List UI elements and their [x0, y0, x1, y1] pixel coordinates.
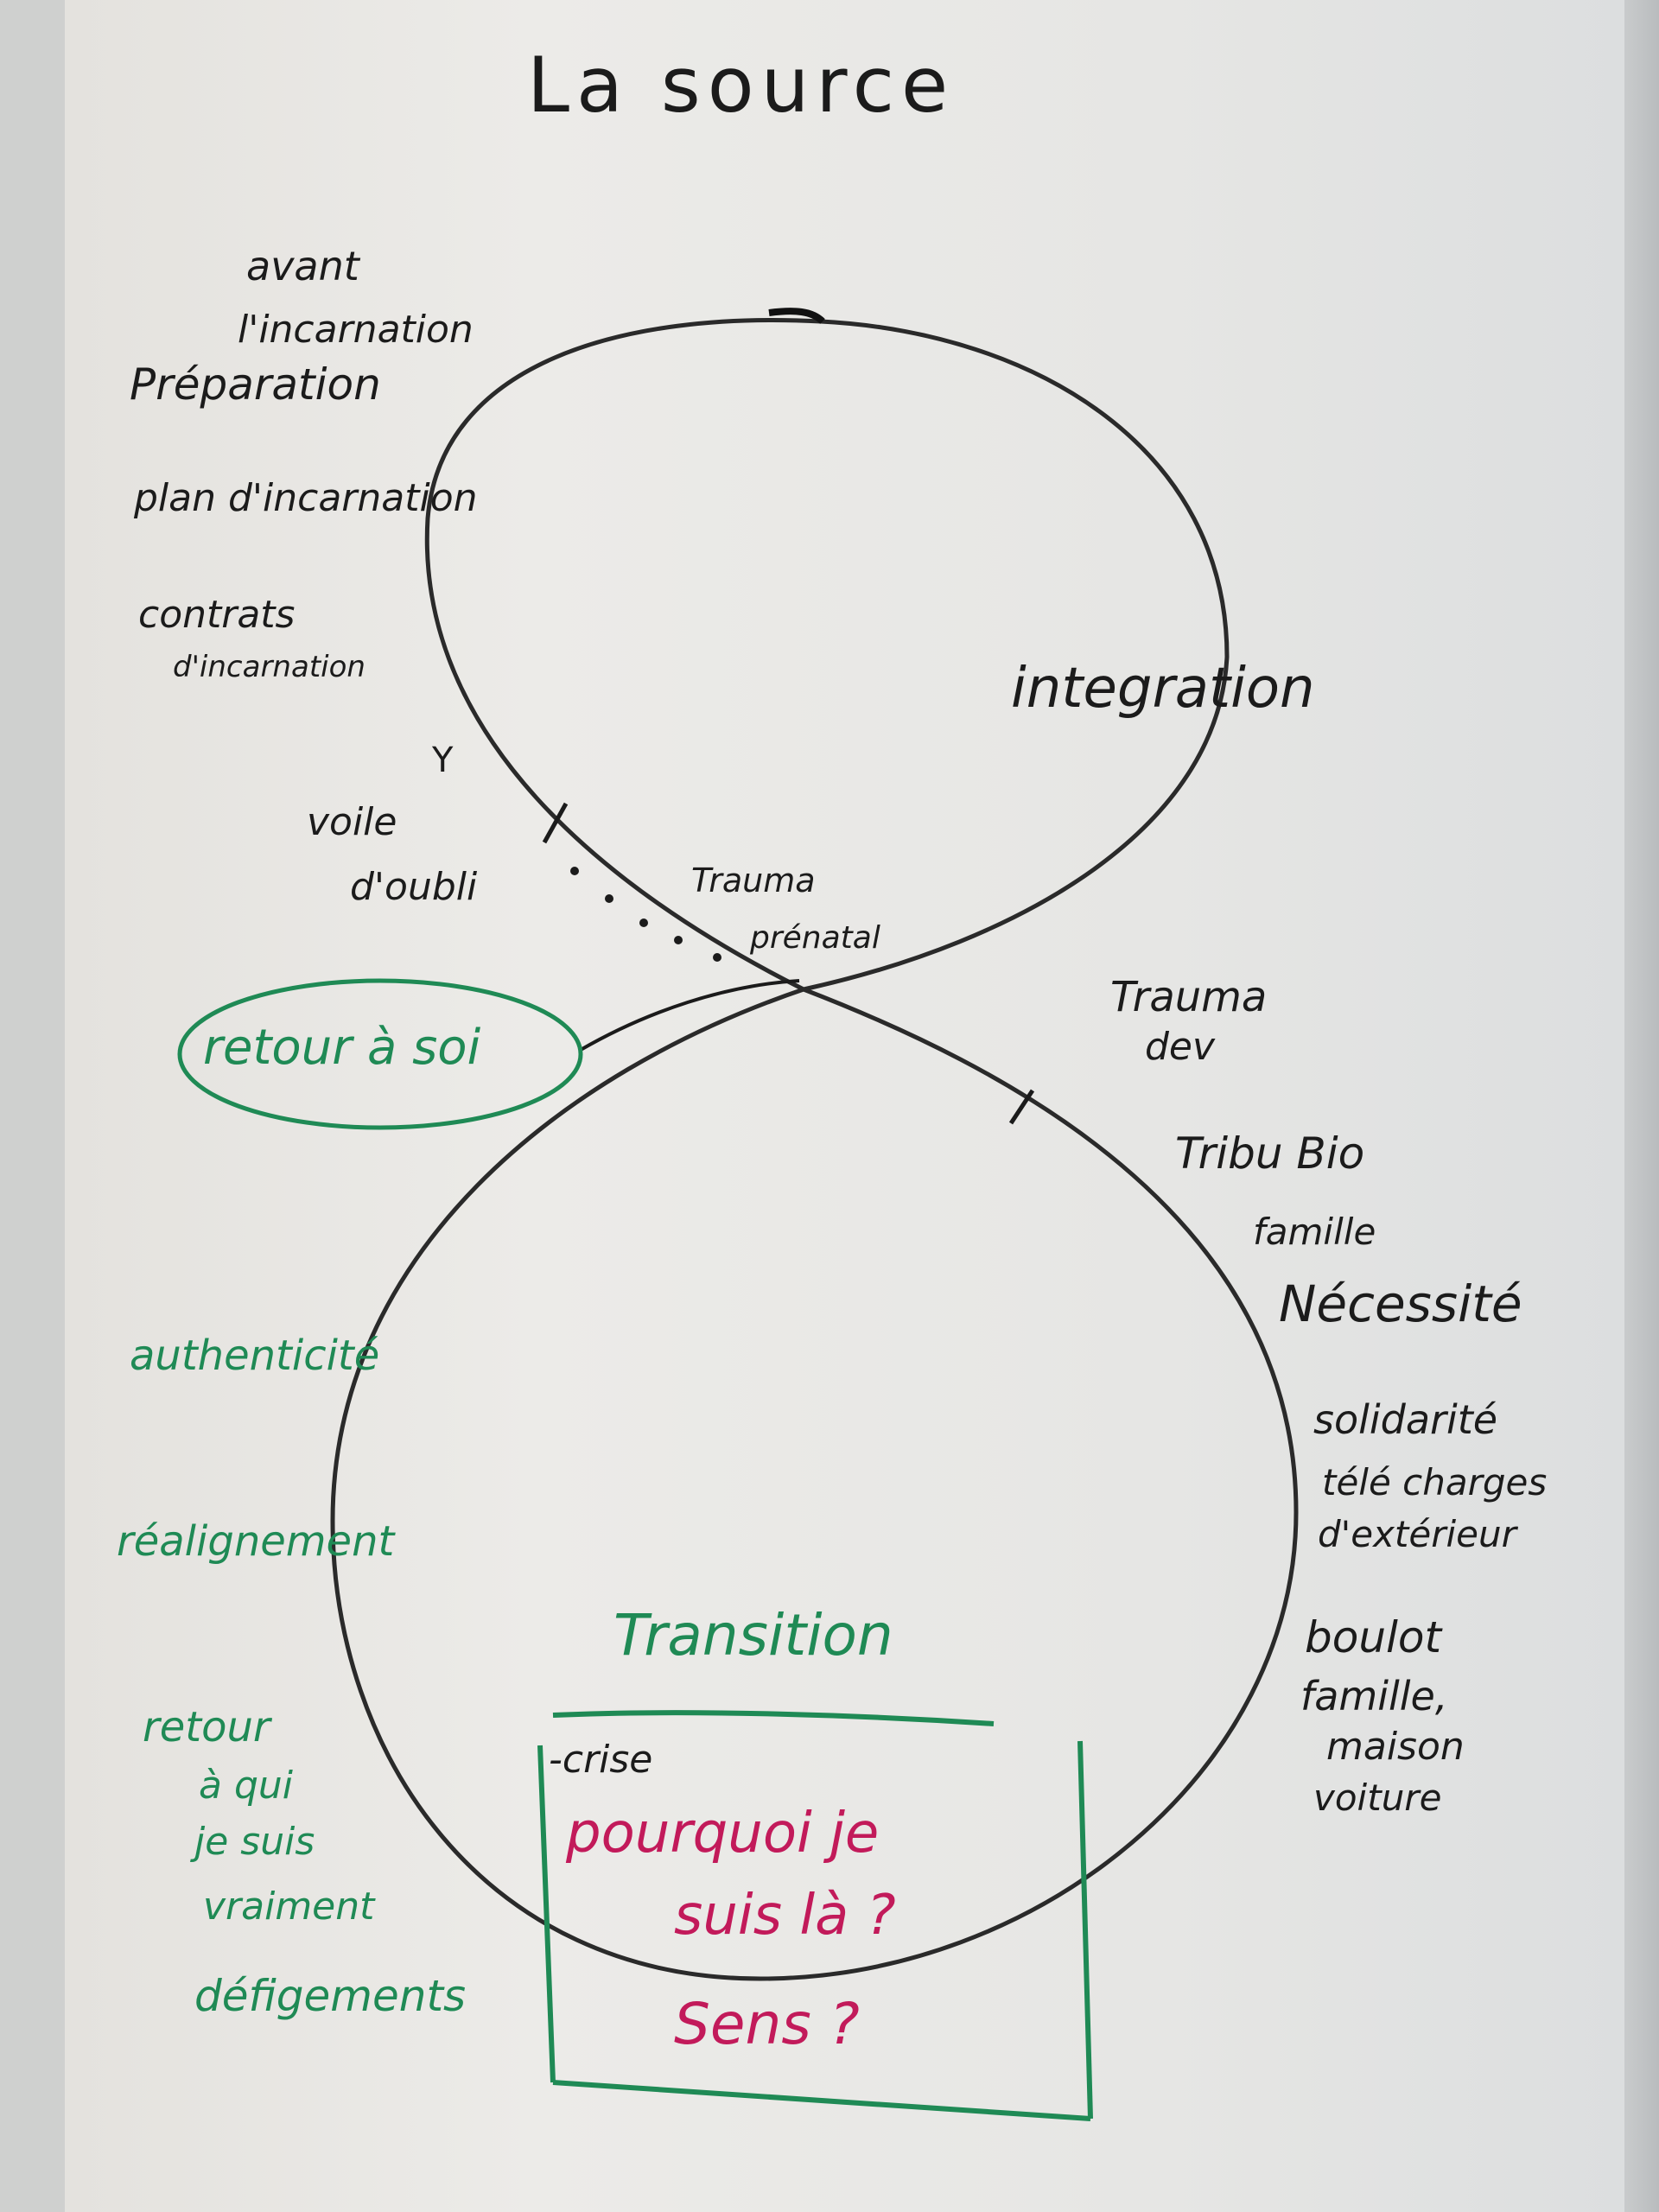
note-famille: famille — [1253, 1211, 1376, 1253]
figure-eight-lower-loop — [330, 987, 1299, 1981]
note-telecharges: télé charges — [1322, 1461, 1548, 1503]
note-mark: Y — [432, 741, 454, 780]
note-boulot: boulot — [1305, 1612, 1442, 1662]
note-defigements: défigements — [194, 1971, 467, 2021]
label-prenatal: prénatal — [750, 920, 880, 956]
note-plan-incarnation: plan d'incarnation — [134, 476, 478, 520]
top-overstroke — [768, 308, 825, 325]
note-vraiment: vraiment — [203, 1885, 375, 1929]
note-necessite: Nécessité — [1279, 1274, 1522, 1333]
board-edge — [1624, 0, 1659, 2212]
note-a-qui: à qui — [199, 1764, 293, 1808]
transition-box — [537, 1710, 1093, 2121]
note-famille2: famille, — [1300, 1673, 1448, 1719]
note-tribu-bio: Tribu Bio — [1175, 1128, 1365, 1179]
note-je-suis: je suis — [194, 1820, 315, 1864]
note-realignement: réalignement — [117, 1517, 395, 1566]
label-transition: Transition — [613, 1602, 893, 1669]
note-dev: dev — [1145, 1025, 1216, 1069]
box-question-sens: Sens ? — [674, 1991, 860, 2057]
box-question-pourquoi: pourquoi je — [566, 1802, 880, 1866]
note-maison: maison — [1326, 1725, 1465, 1769]
label-integration: integration — [1011, 657, 1315, 721]
connector-line — [580, 979, 800, 1052]
flipchart-paper — [65, 0, 1629, 2212]
note-voiture: voiture — [1313, 1777, 1442, 1819]
note-exterieur: d'extérieur — [1318, 1513, 1516, 1555]
note-preparation: Préparation — [130, 359, 381, 410]
retour-a-soi-ellipse — [177, 978, 583, 1130]
note-incarnation: l'incarnation — [238, 308, 474, 352]
tick-mark — [1008, 1089, 1035, 1125]
label-trauma: Trauma — [691, 861, 816, 899]
box-question-suis-la: suis là ? — [674, 1884, 896, 1948]
note-solidarite: solidarité — [1313, 1396, 1498, 1443]
note-oubli: d'oubli — [350, 865, 478, 909]
tick-mark — [542, 802, 569, 844]
box-crise: -crise — [549, 1738, 653, 1782]
note-avant: avant — [246, 243, 359, 289]
note-retour: retour — [143, 1703, 270, 1751]
note-contrats: contrats — [138, 593, 296, 637]
page-title: La source — [527, 41, 956, 130]
note-voile: voile — [307, 800, 397, 844]
note-contrats-sub: d'incarnation — [173, 650, 365, 684]
figure-eight-upper-loop — [424, 318, 1230, 992]
note-trauma-dev: Trauma — [1110, 973, 1268, 1021]
label-retour-a-soi: retour à soi — [203, 1020, 481, 1076]
note-authenticite: authenticité — [130, 1332, 380, 1380]
dotted-path — [570, 867, 721, 962]
